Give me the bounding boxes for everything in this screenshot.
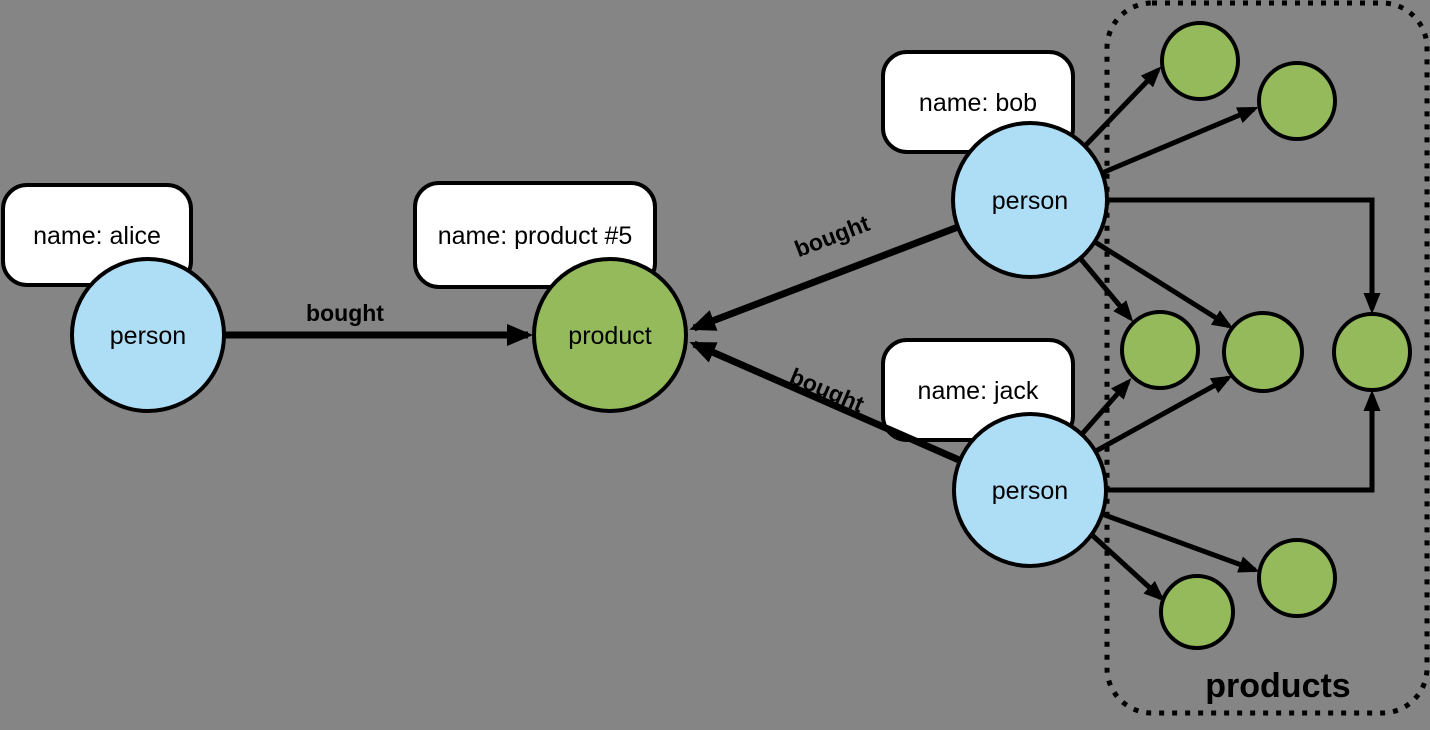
edge-bob-product2 <box>1101 106 1259 176</box>
edge-bob-product1 <box>1082 66 1162 149</box>
property-text-jack: name: jack <box>918 377 1039 405</box>
edge-bob-product5-elbow <box>1107 197 1381 314</box>
edge-label-bob-bought: bought <box>791 210 873 262</box>
property-text-product5: name: product #5 <box>438 222 633 250</box>
edge-jack-product7 <box>1101 511 1260 573</box>
node-product-6 <box>1159 574 1235 650</box>
node-label-bob: person <box>992 187 1068 215</box>
edge-bob-product4 <box>1093 239 1234 329</box>
edge-bob-product3 <box>1078 256 1134 322</box>
edge-label-jack-bought: bought <box>786 363 868 418</box>
node-label-jack: person <box>992 477 1068 505</box>
node-product-3 <box>1120 310 1200 390</box>
edge-jack-bought-product5 <box>689 340 961 464</box>
node-label-alice: person <box>110 322 186 350</box>
edge-jack-product4 <box>1094 375 1233 454</box>
node-product-7 <box>1257 538 1337 618</box>
node-product5 <box>532 257 688 413</box>
edge-bob-bought-product5 <box>689 223 960 332</box>
node-product-1 <box>1160 21 1240 101</box>
property-text-bob: name: bob <box>919 89 1037 117</box>
property-text-alice: name: alice <box>33 222 161 250</box>
edge-jack-product6 <box>1090 533 1165 602</box>
edge-jack-product3 <box>1080 378 1132 436</box>
node-product-4 <box>1222 311 1304 393</box>
edge-jack-product5-elbow <box>1106 390 1381 493</box>
edge-label-alice-bought: bought <box>306 300 384 326</box>
node-person-alice <box>70 257 226 413</box>
node-product-5 <box>1332 312 1412 392</box>
node-person-jack <box>952 412 1108 568</box>
products-cluster-border <box>1104 0 1430 716</box>
node-product-2 <box>1257 61 1337 141</box>
products-cluster-label: products <box>1205 667 1350 705</box>
node-label-product5: product <box>568 322 651 350</box>
node-person-bob <box>951 121 1109 279</box>
